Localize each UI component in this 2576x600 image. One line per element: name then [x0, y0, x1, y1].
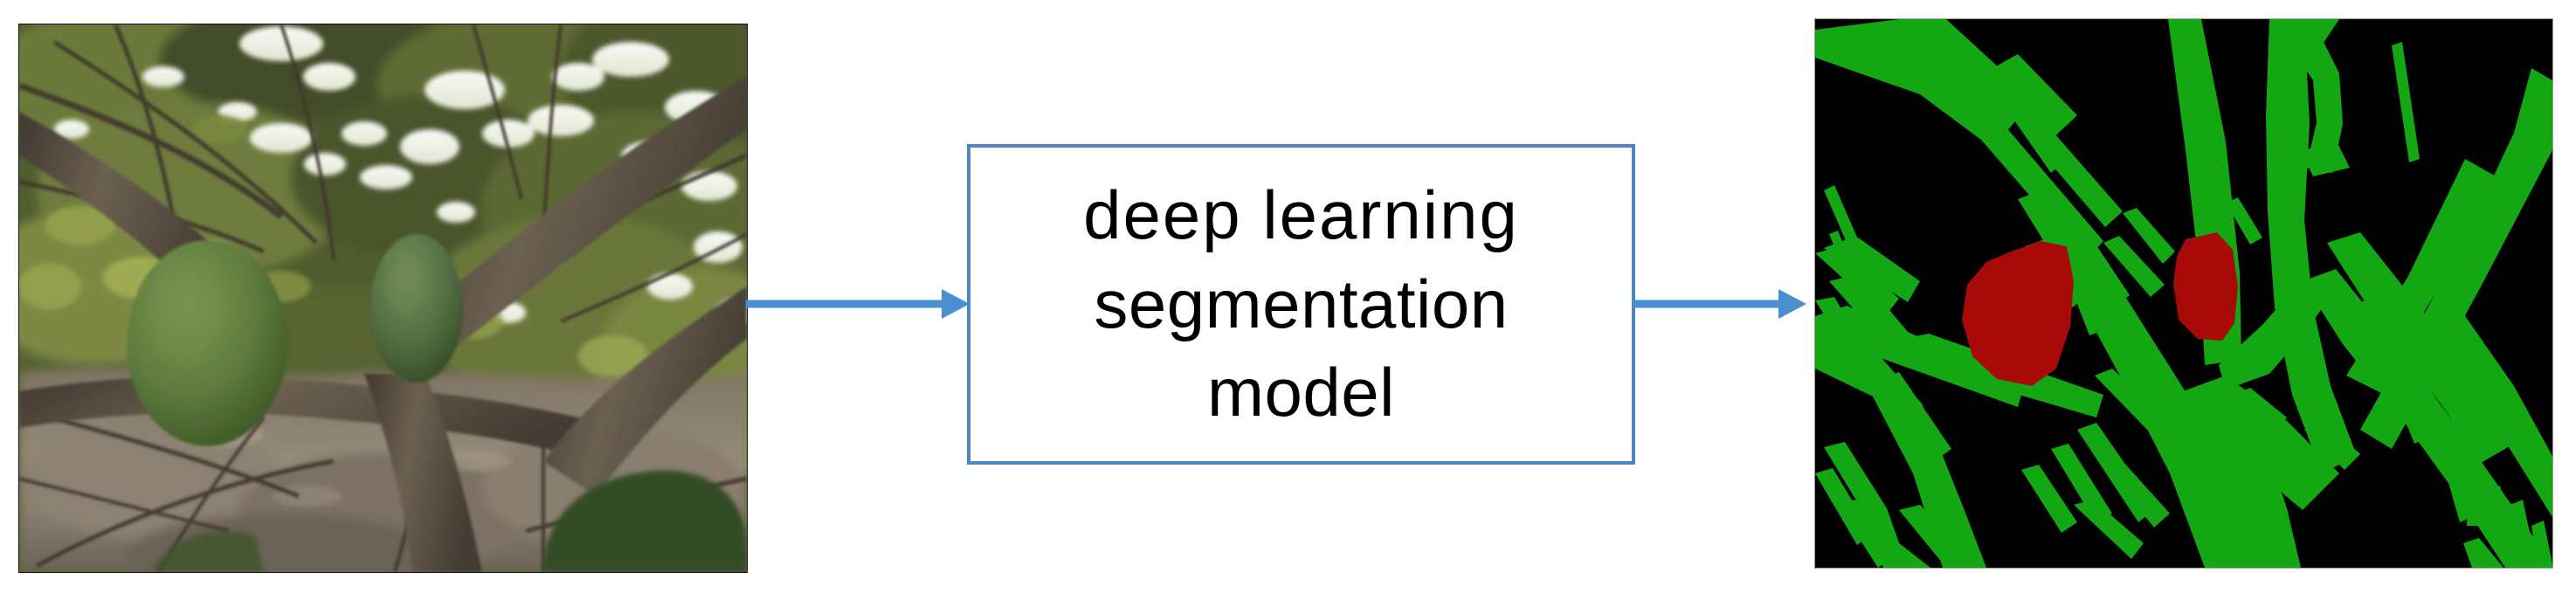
arrow-head-icon [1778, 289, 1806, 319]
input-photo-render [19, 24, 747, 572]
arrow-input-to-model [746, 286, 970, 321]
mask-fruit-left [1962, 241, 2074, 386]
arrow-model-to-output [1633, 286, 1808, 321]
arrow-head-icon [942, 289, 970, 319]
model-box-line-2: segmentation [1094, 265, 1509, 342]
model-box-line-1: deep learning [1083, 176, 1519, 254]
input-photo [19, 24, 747, 572]
mask-fruit-right [2173, 232, 2238, 341]
deep-learning-model-box[interactable]: deep learning segmentation model [967, 144, 1635, 465]
mask-branch-class [1815, 19, 2552, 568]
segmentation-mask [1815, 19, 2552, 568]
mask-fruit-class [1962, 232, 2238, 386]
model-box-line-3: model [1207, 354, 1395, 431]
segmentation-mask-render [1815, 19, 2552, 568]
